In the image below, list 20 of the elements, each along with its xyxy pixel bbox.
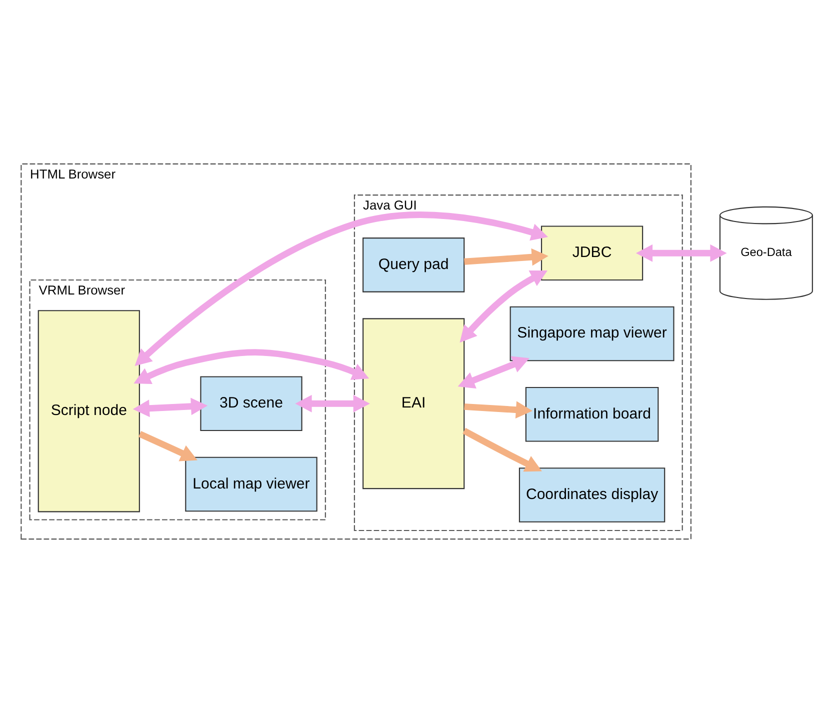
node-box: JDBC (540, 225, 644, 280)
node-box: Query pad (362, 237, 465, 292)
arrow (132, 397, 208, 417)
node-box: Information board (525, 386, 659, 442)
node-box: Coordinates display (518, 467, 666, 522)
node-box: Script node (38, 310, 140, 512)
arrow (134, 211, 548, 366)
arrow (462, 427, 542, 472)
arrow (460, 270, 548, 342)
arrow (295, 394, 370, 412)
arrow (464, 248, 548, 266)
arrow (138, 430, 198, 461)
node-box: 3D scene (200, 376, 302, 431)
node-box: EAI (362, 318, 465, 489)
arrow (464, 400, 533, 418)
arrow (636, 244, 727, 262)
arrow (458, 356, 530, 388)
arrow (134, 348, 370, 384)
node-box: Singapore map viewer (510, 306, 674, 361)
node-box: Local map viewer (185, 456, 318, 512)
